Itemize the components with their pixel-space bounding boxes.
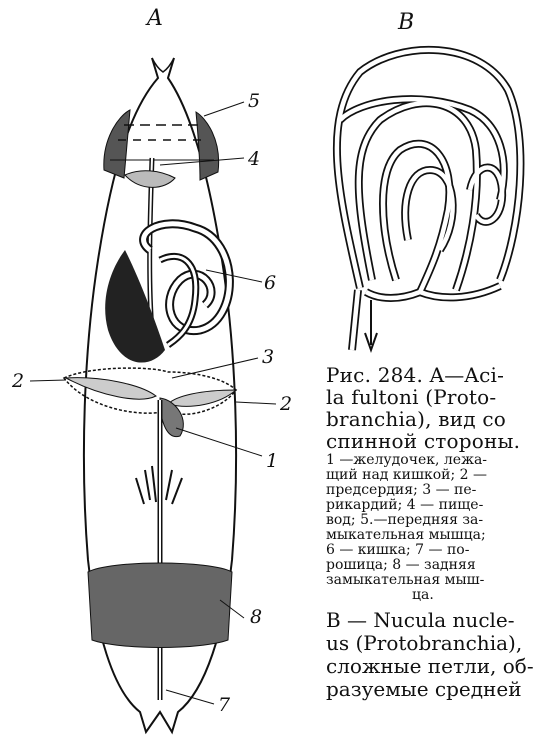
legend-line: 1 —желудочек, лежа- xyxy=(326,453,532,468)
legend-line: предсердия; 3 — пе- xyxy=(326,483,532,498)
caption-b-line: сложные петли, об- xyxy=(326,655,532,678)
legend-line: щий над кишкой; 2 — xyxy=(326,468,532,483)
callout-6: 6 xyxy=(264,272,276,294)
callout-4: 4 xyxy=(248,148,260,170)
acila-drawing xyxy=(30,58,276,732)
legend-line: вод; 5.—передняя за- xyxy=(326,513,532,528)
legend-line: рошица; 8 — задняя xyxy=(326,558,532,573)
callout-5: 5 xyxy=(248,90,260,112)
callout-8: 8 xyxy=(250,606,262,628)
caption-line: branchia), вид со xyxy=(326,409,532,429)
panel-label-a: A xyxy=(147,6,163,31)
caption-b-line: B — Nucula nucle- xyxy=(326,609,532,632)
caption-line: Рис. 284. A—Aci- xyxy=(326,365,532,385)
figure-caption: Рис. 284. A—Aci- la fultoni (Proto- bran… xyxy=(326,365,532,701)
legend-line: замыкательная мыш- xyxy=(326,573,532,588)
legend-line: ца. xyxy=(326,588,532,603)
legend-line: мыкательная мышца; xyxy=(326,528,532,543)
nucula-loops-drawing xyxy=(337,50,521,350)
caption-line: la fultoni (Proto- xyxy=(326,387,532,407)
panel-label-b: B xyxy=(398,10,414,35)
caption-b-line: разуемые средней xyxy=(326,678,532,701)
callout-2-left: 2 xyxy=(12,370,24,392)
callout-2-right: 2 xyxy=(280,393,292,415)
caption-line: спинной стороны. xyxy=(326,431,532,451)
legend-line: 6 — кишка; 7 — по- xyxy=(326,543,532,558)
callout-7: 7 xyxy=(218,694,230,716)
callout-3: 3 xyxy=(262,346,274,368)
legend-line: рикардий; 4 — пище- xyxy=(326,498,532,513)
caption-b-line: us (Protobranchia), xyxy=(326,632,532,655)
callout-1: 1 xyxy=(266,450,278,472)
